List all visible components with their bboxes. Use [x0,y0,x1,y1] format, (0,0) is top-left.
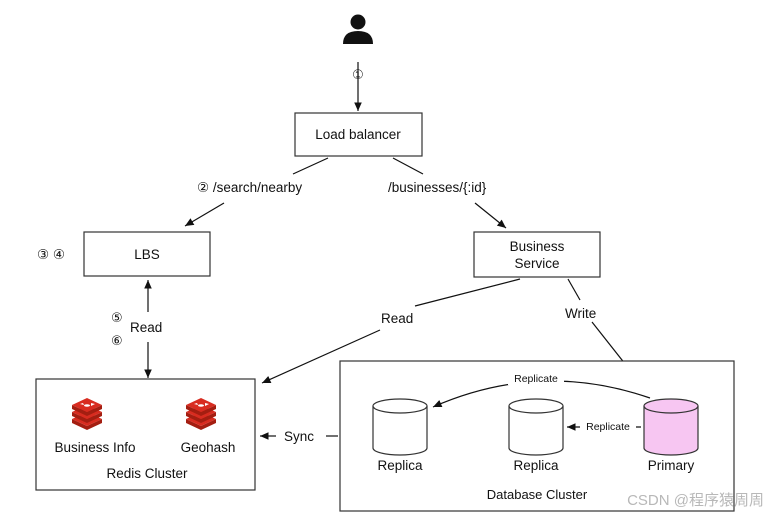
primary-label: Primary [648,458,695,473]
service-write-line-top [567,278,581,301]
lbs-label: LBS [134,247,160,262]
business-service-label-line1: Business [510,239,565,254]
service-read-label: Read [381,311,413,326]
user-icon [343,14,373,44]
replicate-mid-label: Replicate [586,421,630,433]
step-6-label: ⑥ [111,333,123,348]
replicate-top-label-bg [508,371,564,385]
sync-label: Sync [284,429,314,444]
business-service-node: Business Service [473,231,601,278]
replica-b-label: Replica [513,458,559,473]
replica-a-label: Replica [377,458,423,473]
service-read-line-top [414,278,521,307]
replica-b-cylinder: Replica [508,398,564,473]
businesses-id-label: /businesses/{:id} [388,180,487,195]
lbs-node: LBS [83,231,211,277]
service-read-arrow [261,329,381,384]
database-cluster-label: Database Cluster [487,487,588,502]
search-nearby-label: ② /search/nearby [197,180,302,195]
redis-cluster-label: Redis Cluster [106,466,188,481]
lb-to-lbs-line-top [292,157,329,175]
business-service-label-line2: Service [514,256,559,271]
geohash-label: Geohash [181,440,236,455]
lb-to-lbs-arrow [184,202,225,227]
lb-to-service-line-top [392,157,424,175]
load-balancer-node: Load balancer [294,112,423,157]
replica-a-cylinder: Replica [372,398,428,473]
service-write-label: Write [565,306,596,321]
lbs-read-label: Read [130,320,162,335]
replicate-mid-label-bg [580,420,636,433]
business-info-label: Business Info [54,440,135,455]
steps-3-4-label: ③ ④ [37,247,65,262]
redis-cluster-node: Business Info Geohash Redis Cluster [35,378,256,491]
watermark-label: CSDN @程序猿周周 [627,492,764,509]
lb-to-service-arrow [474,202,507,229]
load-balancer-label: Load balancer [315,127,401,142]
replicate-top-label: Replicate [514,373,558,385]
primary-cylinder: Primary [643,398,699,473]
step-5-label: ⑤ [111,310,123,325]
